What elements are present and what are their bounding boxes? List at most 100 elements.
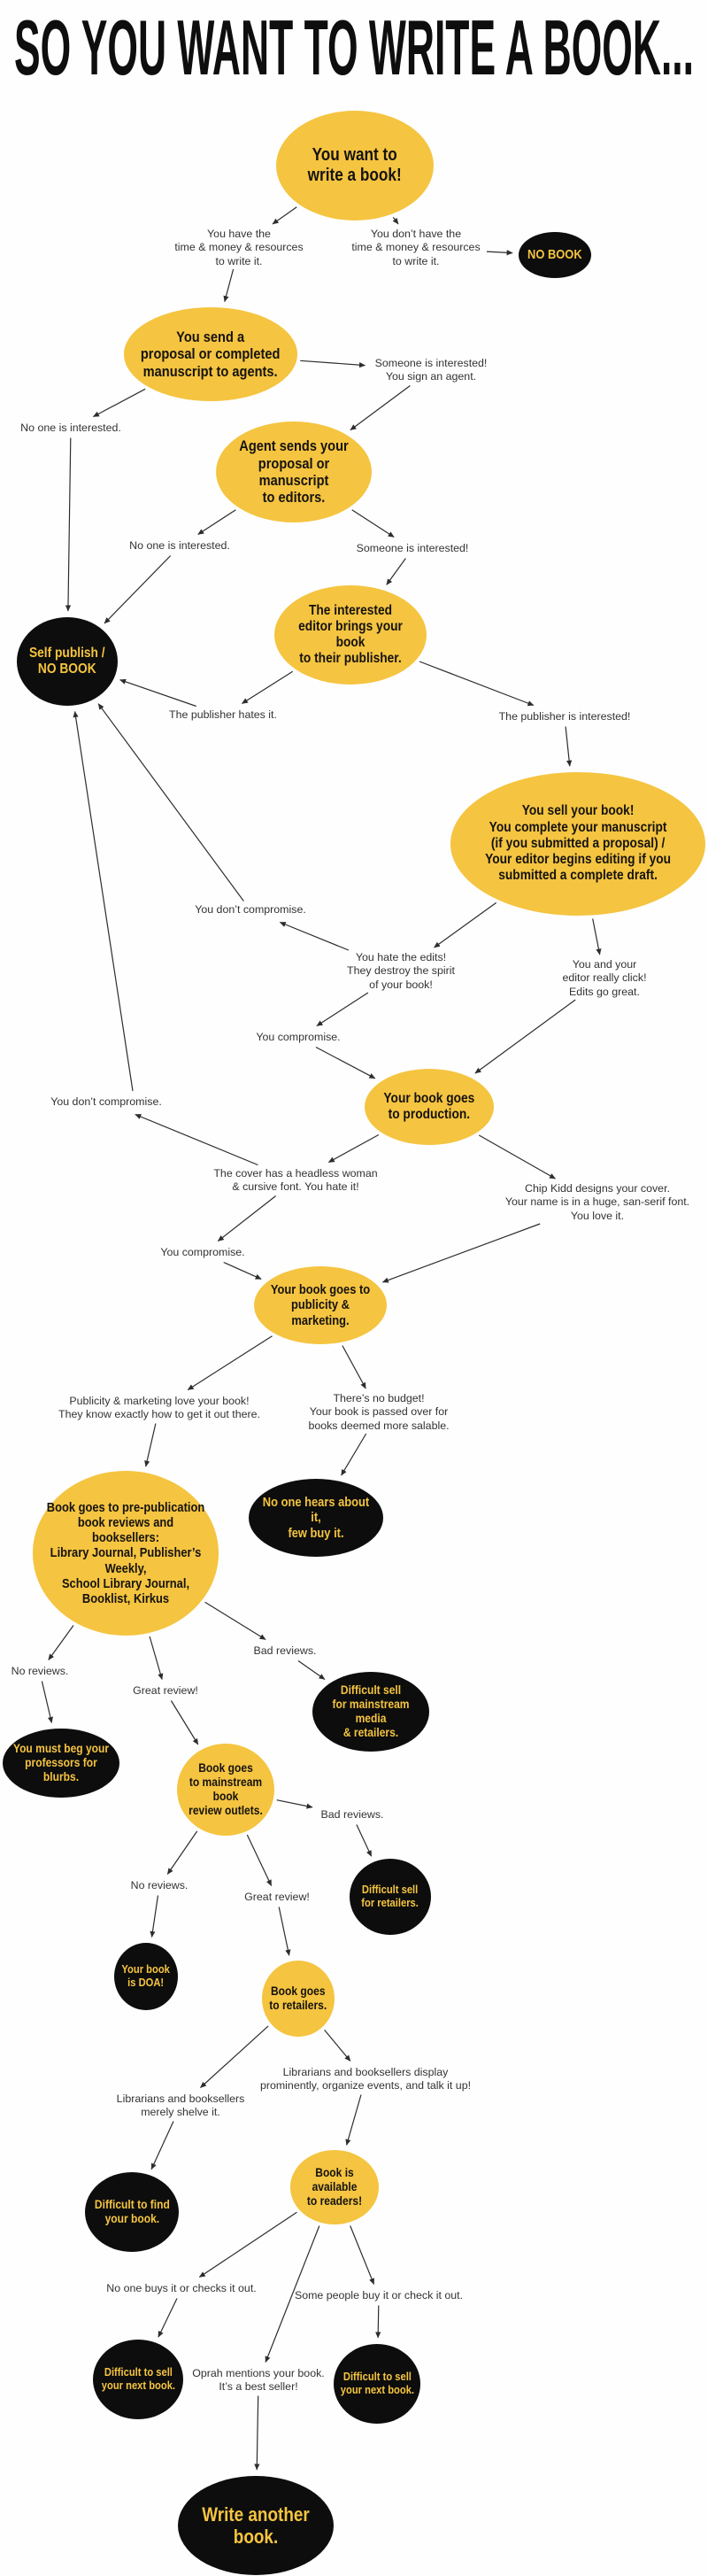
page-title-svg: SO YOU WANT TO WRITE A BOOK... xyxy=(14,4,694,91)
arrow-n9-to-l18 xyxy=(342,1345,366,1389)
arrow-l18-to-n11 xyxy=(341,1433,367,1476)
arrow-l11-to-n8 xyxy=(474,999,576,1074)
node-book-goes-to-retailers-text: Book goes to retailers. xyxy=(269,1984,327,2012)
arrow-l1-to-n3 xyxy=(223,268,235,303)
node-editor-brings-to-publisher: The interested editor brings your book t… xyxy=(274,585,427,685)
node-difficult-to-find-your-book: Difficult to find your book. xyxy=(85,2172,179,2252)
arrow-n8-to-l15 xyxy=(479,1134,556,1180)
arrow-l8-to-n7 xyxy=(565,726,573,767)
edge-label-l11: You and your editor really click! Edits … xyxy=(562,958,647,998)
page-title: SO YOU WANT TO WRITE A BOOK... xyxy=(0,4,708,94)
node-difficult-to-find-your-book-text: Difficult to find your book. xyxy=(94,2197,170,2225)
node-you-sell-your-book-text: You sell your book! You complete your ma… xyxy=(485,803,671,884)
arrow-n4-to-l6 xyxy=(351,509,395,538)
arrow-l27-to-n20 xyxy=(158,2298,178,2338)
edge-label-l25: Librarians and booksellers merely shelve… xyxy=(116,2092,245,2118)
edge-label-l6: Someone is interested! xyxy=(356,542,469,555)
edge-label-l15: Chip Kidd designs your cover. Your name … xyxy=(504,1182,690,1222)
node-book-goes-to-publicity-text: Your book goes to publicity & marketing. xyxy=(270,1282,371,1328)
node-beg-professors-for-blurbs-text: You must beg your professors for blurbs. xyxy=(12,1741,110,1783)
edge-label-l9: You don’t compromise. xyxy=(195,903,306,917)
arrow-l12-to-n8 xyxy=(315,1046,376,1079)
arrow-n4-to-l5 xyxy=(197,509,236,536)
node-mainstream-review-outlets: Book goes to mainstream book review outl… xyxy=(177,1744,274,1836)
arrow-n10-to-l20 xyxy=(149,1636,164,1680)
node-write-another-book-text: Write another book. xyxy=(202,2503,310,2548)
arrow-l7-to-n6 xyxy=(119,678,196,708)
node-no-one-hears-about-it: No one hears about it, few buy it. xyxy=(249,1479,383,1557)
arrow-l19-to-n13 xyxy=(41,1681,53,1723)
node-send-proposal-to-agents: You send a proposal or completed manuscr… xyxy=(124,307,297,401)
arrow-l25-to-n18 xyxy=(150,2121,174,2170)
node-you-want-to-write-a-book: You want to write a book! xyxy=(276,111,434,220)
node-book-available-to-readers: Book is available to readers! xyxy=(290,2150,379,2224)
node-send-proposal-to-agents-text: You send a proposal or completed manuscr… xyxy=(141,328,281,380)
node-no-one-hears-about-it-text: No one hears about it, few buy it. xyxy=(262,1495,370,1541)
node-your-book-is-doa-text: Your book is DOA! xyxy=(121,1962,171,1989)
edge-label-l4: No one is interested. xyxy=(20,422,121,435)
arrow-n10-to-l19 xyxy=(48,1625,74,1660)
arrow-n8-to-l14 xyxy=(327,1133,380,1164)
edge-label-l22: Bad reviews. xyxy=(320,1808,384,1822)
arrow-l23-to-n16 xyxy=(150,1895,159,1938)
node-write-another-book: Write another book. xyxy=(178,2476,334,2575)
node-self-publish-no-book-text: Self publish / NO BOOK xyxy=(29,645,105,677)
arrow-l3-to-n4 xyxy=(350,385,411,431)
edge-label-l8: The publisher is interested! xyxy=(498,710,631,723)
arrow-n7-to-l11 xyxy=(592,918,602,955)
edge-label-l16: You compromise. xyxy=(160,1246,245,1259)
node-difficult-sell-next-book-right-text: Difficult to sell your next book. xyxy=(340,2370,414,2396)
arrow-l20-to-n14 xyxy=(170,1700,199,1745)
edge-label-l5: No one is interested. xyxy=(129,539,230,553)
edge-label-l24: Great review! xyxy=(244,1891,310,1904)
arrow-l5-to-n6 xyxy=(104,555,172,624)
edge-label-l7: The publisher hates it. xyxy=(169,708,277,722)
arrow-n19-to-l27 xyxy=(198,2211,297,2278)
arrow-l10-to-l9 xyxy=(279,921,350,951)
arrow-l26-to-n19 xyxy=(345,2094,362,2146)
edge-label-l13: You don’t compromise. xyxy=(50,1095,162,1109)
arrow-n14-to-l24 xyxy=(246,1834,273,1886)
arrow-n17-to-l26 xyxy=(324,2030,351,2062)
node-agent-sends-to-editors-text: Agent sends your proposal or manuscript … xyxy=(239,437,349,507)
arrow-l6-to-n5 xyxy=(386,558,406,585)
arrow-l15-to-n9 xyxy=(381,1223,541,1283)
node-difficult-sell-next-book-left-text: Difficult to sell your next book. xyxy=(101,2365,175,2392)
node-difficult-sell-mainstream-media-text: Difficult sell for mainstream media & re… xyxy=(332,1683,410,1739)
edge-label-l19: No reviews. xyxy=(11,1665,69,1678)
arrow-l4-to-n6 xyxy=(65,437,72,612)
node-agent-sends-to-editors: Agent sends your proposal or manuscript … xyxy=(216,422,372,522)
arrow-l2-to-n2 xyxy=(486,250,513,256)
node-difficult-sell-next-book-right: Difficult to sell your next book. xyxy=(334,2344,420,2424)
edge-label-l23: No reviews. xyxy=(130,1879,189,1892)
arrow-l16-to-n9 xyxy=(223,1261,262,1280)
arrow-l29-to-n22 xyxy=(254,2395,260,2471)
node-difficult-sell-for-retailers: Difficult sell for retailers. xyxy=(350,1859,431,1935)
arrow-l14-to-l13 xyxy=(135,1113,258,1166)
edge-label-l1: You have the time & money & resources to… xyxy=(174,228,304,267)
arrow-l10-to-l12 xyxy=(316,992,369,1027)
arrow-n5-to-l8 xyxy=(419,661,535,707)
arrow-l24-to-n17 xyxy=(278,1907,291,1956)
arrow-n9-to-l17 xyxy=(187,1335,273,1391)
arrow-l9-to-n6 xyxy=(97,703,244,901)
page-title-text: SO YOU WANT TO WRITE A BOOK... xyxy=(14,5,694,91)
node-no-book-text: NO BOOK xyxy=(527,247,582,263)
node-book-goes-to-publicity: Your book goes to publicity & marketing. xyxy=(254,1266,387,1344)
edge-label-l3: Someone is interested! You sign an agent… xyxy=(374,356,488,383)
node-your-book-is-doa: Your book is DOA! xyxy=(114,1943,178,2010)
arrow-n5-to-l7 xyxy=(241,670,294,705)
arrow-n14-to-l22 xyxy=(276,1799,313,1809)
edge-label-l27: No one buys it or checks it out. xyxy=(106,2282,257,2295)
arrow-n3-to-l4 xyxy=(92,388,146,418)
arrow-l13-to-n6 xyxy=(73,711,134,1092)
arrow-n14-to-l23 xyxy=(166,1830,198,1875)
arrow-n7-to-l10 xyxy=(434,901,497,948)
edge-label-l17: Publicity & marketing love your book! Th… xyxy=(58,1394,260,1420)
edge-label-l20: Great review! xyxy=(133,1684,198,1698)
node-book-goes-to-production: Your book goes to production. xyxy=(365,1069,494,1145)
node-difficult-sell-for-retailers-text: Difficult sell for retailers. xyxy=(361,1883,419,1909)
node-book-goes-to-production-text: Your book goes to production. xyxy=(383,1090,475,1122)
arrow-n3-to-l3 xyxy=(300,360,366,368)
